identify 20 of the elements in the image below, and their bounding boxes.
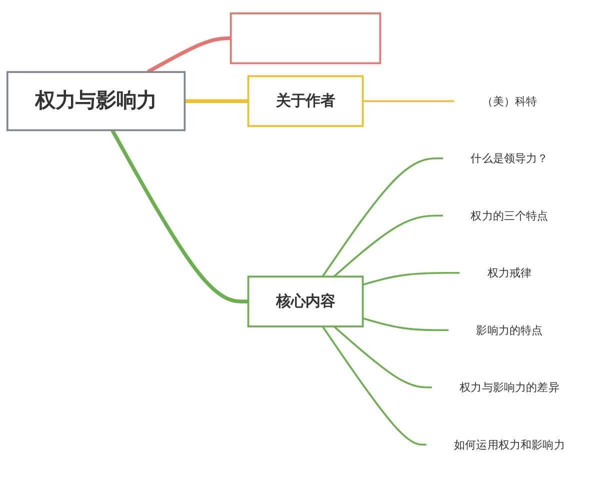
connector — [362, 317, 449, 331]
node-text: 权力与影响力的差异 — [460, 380, 560, 394]
node-text: 如何运用权力和影响力 — [454, 438, 565, 452]
node-box: 关于作者 — [247, 75, 364, 127]
connector — [322, 326, 426, 446]
connector — [362, 100, 454, 102]
connector — [333, 326, 432, 388]
connector — [110, 129, 248, 304]
node-box — [230, 12, 382, 64]
node-text: 权力戒律 — [487, 266, 532, 280]
node-text: 权力的三个特点 — [470, 209, 548, 222]
connector — [333, 214, 443, 278]
connector — [146, 36, 231, 74]
connector — [184, 99, 248, 103]
node-box: 核心内容 — [247, 276, 364, 328]
node-text: 影响力的特点 — [476, 324, 543, 336]
connector — [322, 157, 443, 277]
node-text: （美）科特 — [482, 94, 538, 108]
node-text: 什么是领导力？ — [470, 152, 548, 165]
connector — [362, 272, 460, 286]
